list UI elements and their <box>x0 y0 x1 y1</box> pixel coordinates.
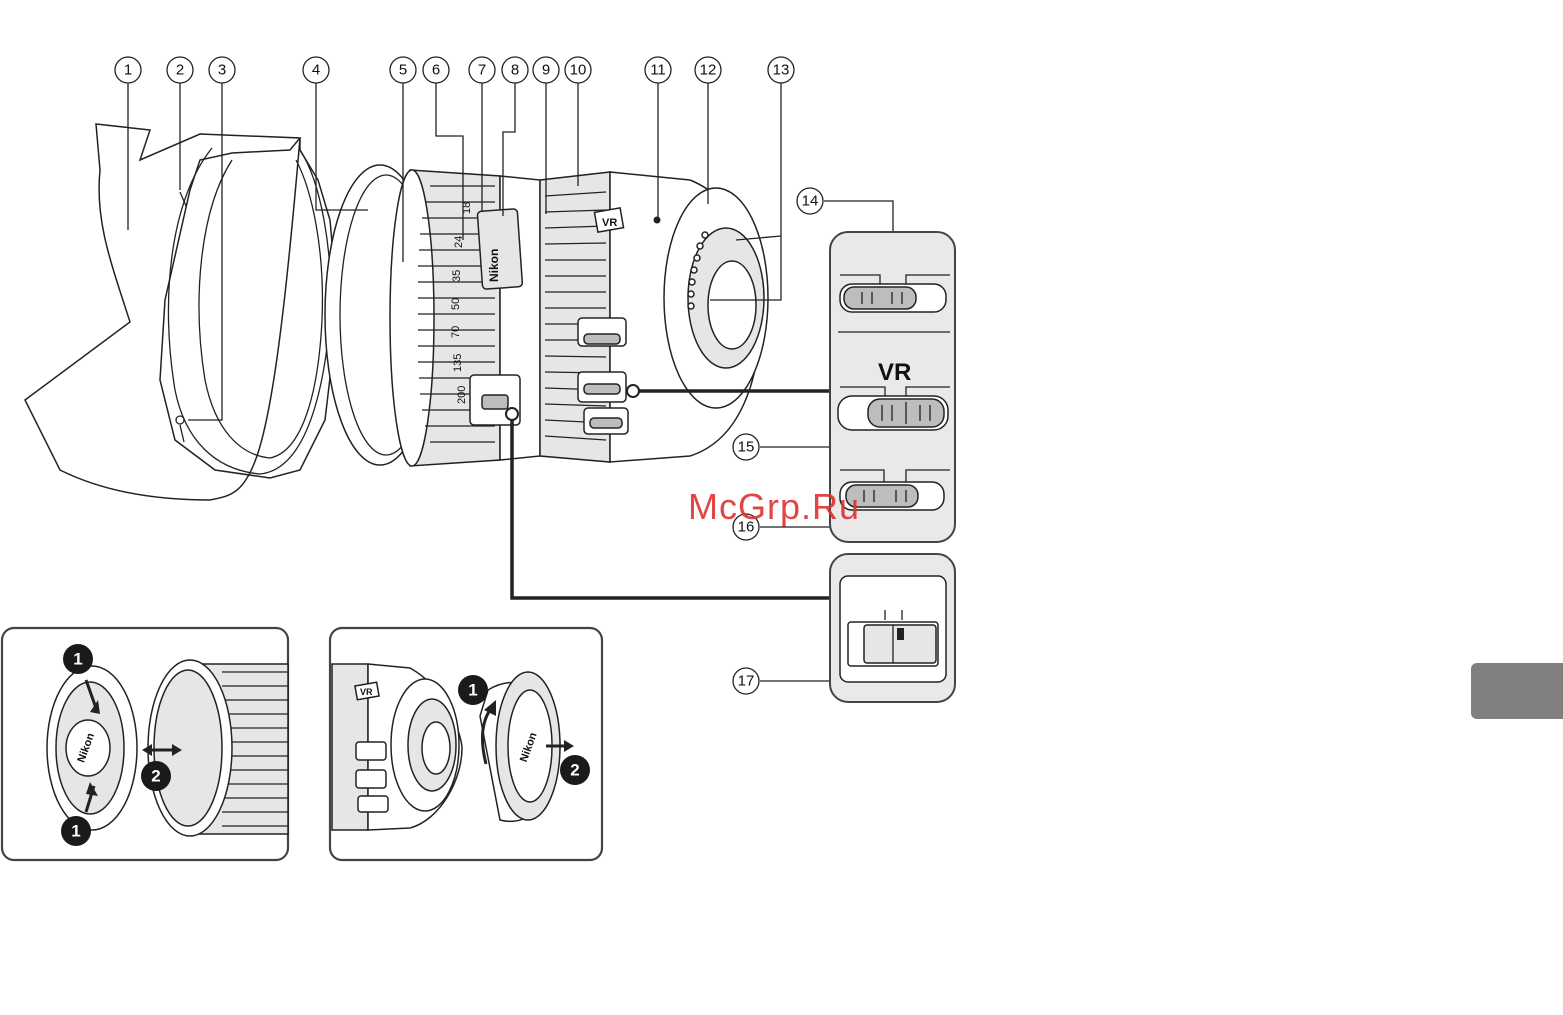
front-step-1-bottom: 1 <box>61 816 91 846</box>
lens-hood <box>25 124 338 500</box>
zoom-lock-switch <box>482 395 508 409</box>
callout-6: 6 <box>423 57 449 83</box>
svg-text:8: 8 <box>511 62 519 79</box>
callout-13: 13 <box>768 57 794 83</box>
svg-text:11: 11 <box>650 62 666 79</box>
vr-panel-label: VR <box>878 359 911 386</box>
svg-text:2: 2 <box>570 761 579 780</box>
zoom-scale-135: 135 <box>452 354 464 372</box>
section-tab <box>1471 663 1563 719</box>
barrel-switches <box>578 318 628 434</box>
mount-index <box>654 217 661 224</box>
front-cap-panel: Nikon 1 2 1 <box>2 628 288 860</box>
svg-text:5: 5 <box>399 62 407 79</box>
callout-8: 8 <box>502 57 528 83</box>
svg-text:15: 15 <box>738 439 755 456</box>
callout-11: 11 <box>645 57 671 83</box>
svg-text:14: 14 <box>802 193 819 210</box>
callout-12: 12 <box>695 57 721 83</box>
svg-text:10: 10 <box>570 62 587 79</box>
callout-1: 1 <box>115 57 141 83</box>
callout-7: 7 <box>469 57 495 83</box>
svg-text:1: 1 <box>468 681 477 700</box>
svg-text:9: 9 <box>542 62 550 79</box>
callout-4: 4 <box>303 57 329 83</box>
svg-text:3: 3 <box>218 62 226 79</box>
zoom-scale-50: 50 <box>450 298 462 310</box>
front-step-2: 2 <box>141 761 171 791</box>
callout-15: 15 <box>733 434 759 460</box>
rear-step-1: 1 <box>458 675 488 705</box>
callout-10: 10 <box>565 57 591 83</box>
callout-14: 14 <box>797 188 823 214</box>
zoom-lock-detail-panel <box>830 554 955 702</box>
zoom-scale-70: 70 <box>450 326 462 338</box>
vr-badge: VR <box>602 217 617 229</box>
callout-9: 9 <box>533 57 559 83</box>
rear-cap-panel: VR Nikon 1 2 <box>330 628 602 860</box>
callout-17: 17 <box>733 668 759 694</box>
rear-vr-badge: VR <box>360 687 373 697</box>
svg-text:7: 7 <box>478 62 486 79</box>
rear-step-2: 2 <box>560 755 590 785</box>
zoom-scale-35: 35 <box>451 270 463 282</box>
svg-text:6: 6 <box>432 62 440 79</box>
svg-text:12: 12 <box>700 62 717 79</box>
zoom-scale-200: 200 <box>456 386 468 404</box>
callout-2: 2 <box>167 57 193 83</box>
lens-brand-label: Nikon <box>487 249 501 282</box>
svg-text:17: 17 <box>738 673 755 690</box>
watermark: McGrp.Ru <box>688 486 860 528</box>
svg-text:13: 13 <box>773 62 790 79</box>
svg-text:1: 1 <box>124 62 132 79</box>
callout-5: 5 <box>390 57 416 83</box>
svg-text:4: 4 <box>312 62 320 79</box>
callout-3: 3 <box>209 57 235 83</box>
svg-text:2: 2 <box>151 767 160 786</box>
svg-text:1: 1 <box>71 822 80 841</box>
front-step-1-top: 1 <box>63 644 93 674</box>
svg-text:1: 1 <box>73 650 82 669</box>
svg-text:2: 2 <box>176 62 184 79</box>
